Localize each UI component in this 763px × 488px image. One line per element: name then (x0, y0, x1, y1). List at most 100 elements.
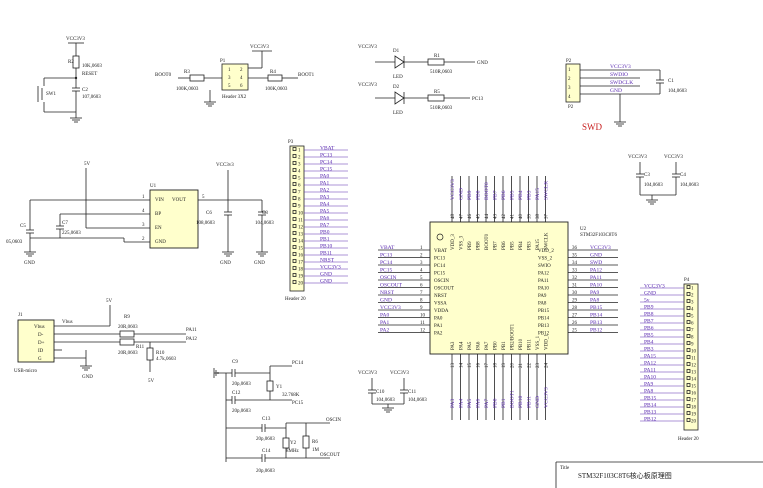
mcu-left-pin: OSCOUT (434, 286, 454, 291)
mcu-top-num: 37 (545, 214, 550, 220)
c6-gnd-label: GND (220, 261, 231, 266)
oscout-label: OSCOUT (320, 453, 340, 458)
mcu-top-num: 48 (451, 214, 456, 220)
c4-ref: C4 (680, 173, 686, 178)
title-block: Title STM32F103C8T6核心板原理图 (555, 461, 763, 488)
swd-net-vcc: VCC3V3 (610, 64, 631, 70)
p3-net-label: PA7 (320, 223, 330, 229)
c5-ref: C5 (20, 224, 26, 229)
c4-vcc: VCC3V3 (664, 155, 683, 160)
mcu-bottom-pin: PA3 (451, 341, 456, 350)
p2-pin-3: 3 (568, 86, 571, 91)
mcu-right-net: PA11 (590, 275, 602, 281)
resistor-r2 (72, 55, 80, 69)
resistor-r6 (302, 435, 310, 449)
mcu-bottom-num: 21 (519, 363, 524, 369)
u1-pin-gnd: GND (155, 240, 166, 245)
led-circuit: VCC3V3 D1 LED R1 510R,0603 GND VCC3V3 D2… (358, 45, 488, 116)
mcu-left-num: 4 (420, 269, 423, 274)
mcu-top-pin: BOOT0 (485, 233, 490, 250)
p3-pin-13 (292, 231, 297, 235)
c7-value: 225,0603 (62, 231, 81, 236)
mcu-right-pin: VSS_2 (538, 256, 553, 261)
p3-net-label: NRST (320, 258, 335, 264)
swd-connector: P2 1 2 3 4 VCC3V3 SWDIO SWDCLK GND C1 10… (565, 59, 687, 132)
resistor-r11 (119, 338, 135, 346)
mcu-right-pin: SWIO (538, 264, 551, 269)
mcu-top-net: PB4 (518, 190, 524, 200)
mcu-top-net: PB6 (501, 190, 507, 200)
mcu-top-net: PB9 (467, 190, 473, 200)
p4-pin-num: 7 (691, 329, 694, 334)
mcu-right-pin: PB14 (538, 316, 550, 321)
p3-pin-11 (292, 217, 297, 221)
mcu-right-net: GND (590, 253, 602, 259)
u1-pin-vin: VIN (155, 198, 164, 203)
mcu-right-num: 35 (572, 254, 578, 259)
p3-pin-5 (292, 175, 297, 179)
title-label: Title (560, 466, 570, 471)
mcu-bottom-net: PA4 (459, 398, 465, 408)
p4-pin-num: 8 (691, 336, 694, 341)
mcu-right-pin: PB12 (538, 331, 550, 336)
c10-ref: C10 (376, 390, 385, 395)
c6-ref: C6 (206, 211, 212, 216)
p4-pin-num: 1 (691, 287, 694, 292)
mcu-bottom-net: PA3 (450, 398, 456, 408)
mcu-right-net: PB15 (590, 305, 602, 311)
j1-ref: J1 (18, 313, 23, 318)
mcu-left-net: NRST (380, 290, 395, 296)
y2-value: 8MHz (286, 449, 300, 454)
mcu-right-net: PA9 (590, 290, 600, 296)
mcu-left-net: PC14 (380, 260, 392, 266)
p4-pin-15 (686, 383, 691, 387)
mcu-top-pin: PB6 (502, 241, 507, 250)
p4-pin-num: 17 (691, 399, 697, 404)
u1-pin-en: EN (155, 226, 162, 231)
mcu-right-pin: PB15 (538, 309, 550, 314)
reg-5v-label: 5V (84, 162, 91, 167)
mcu-right-num: 26 (572, 321, 578, 326)
crystal-y1 (266, 380, 274, 392)
p2-ref-bottom: P2 (568, 105, 574, 110)
mcu-right-num: 31 (572, 284, 578, 289)
mcu-left-num: 1 (420, 246, 423, 251)
p3-pin-num: 10 (298, 212, 304, 217)
mcu-left-pin: PA1 (434, 324, 443, 329)
p3-pin-3 (292, 161, 297, 165)
mcu-top-pin: PB4 (519, 241, 524, 250)
p3-net-label: PA2 (320, 188, 330, 194)
p4-net-label: PB6 (644, 326, 654, 332)
p4-pin-3 (686, 299, 691, 303)
p4-pin-num: 10 (691, 350, 697, 355)
resistor-r4 (267, 74, 283, 82)
mcu-right-net: PA12 (590, 268, 602, 274)
p4-pin-num: 14 (691, 378, 697, 383)
header-p4: P4 1VCC3V32GND35v4PB95PB86PB77PB68PB59PB… (640, 278, 699, 442)
mcu-right-net: PA10 (590, 283, 602, 289)
mcu-left-pin: PC15 (434, 271, 446, 276)
mcu-top-net: PB8 (476, 190, 482, 200)
mcu-top-pin: PB8 (477, 241, 482, 250)
mcu-left-num: 6 (420, 284, 423, 289)
mcu-bottom-net: BOOT1 (510, 390, 516, 408)
r6-ref: R6 (312, 440, 318, 445)
led-d1 (394, 55, 405, 69)
p4-pin-num: 15 (691, 385, 697, 390)
mcu-right-pin: PB13 (538, 324, 550, 329)
c14-value: 20p,0603 (256, 469, 275, 474)
p4-net-label: PB5 (644, 333, 654, 339)
c10-vcc: VCC3V3 (358, 371, 377, 376)
mcu-left-pin: PA2 (434, 331, 443, 336)
mcu-top-pin: VSS_3 (460, 235, 465, 250)
p3-net-label: PA5 (320, 209, 330, 215)
p4-pin-10 (686, 348, 691, 352)
r10-value: 4.7k,0603 (156, 357, 177, 362)
mcu-bottom-num: 20 (511, 363, 516, 369)
crystal-32k: C9 20p,0603 PC14 Y1 32.768K PC15 C12 20p… (213, 360, 304, 414)
mcu-bottom-pin: PB11 (528, 339, 533, 350)
usb-name: USB-micro (14, 369, 38, 374)
p3-net-label: PA3 (320, 195, 330, 201)
p3-pin-17 (292, 259, 297, 263)
p4-net-label: PB8 (644, 312, 654, 318)
